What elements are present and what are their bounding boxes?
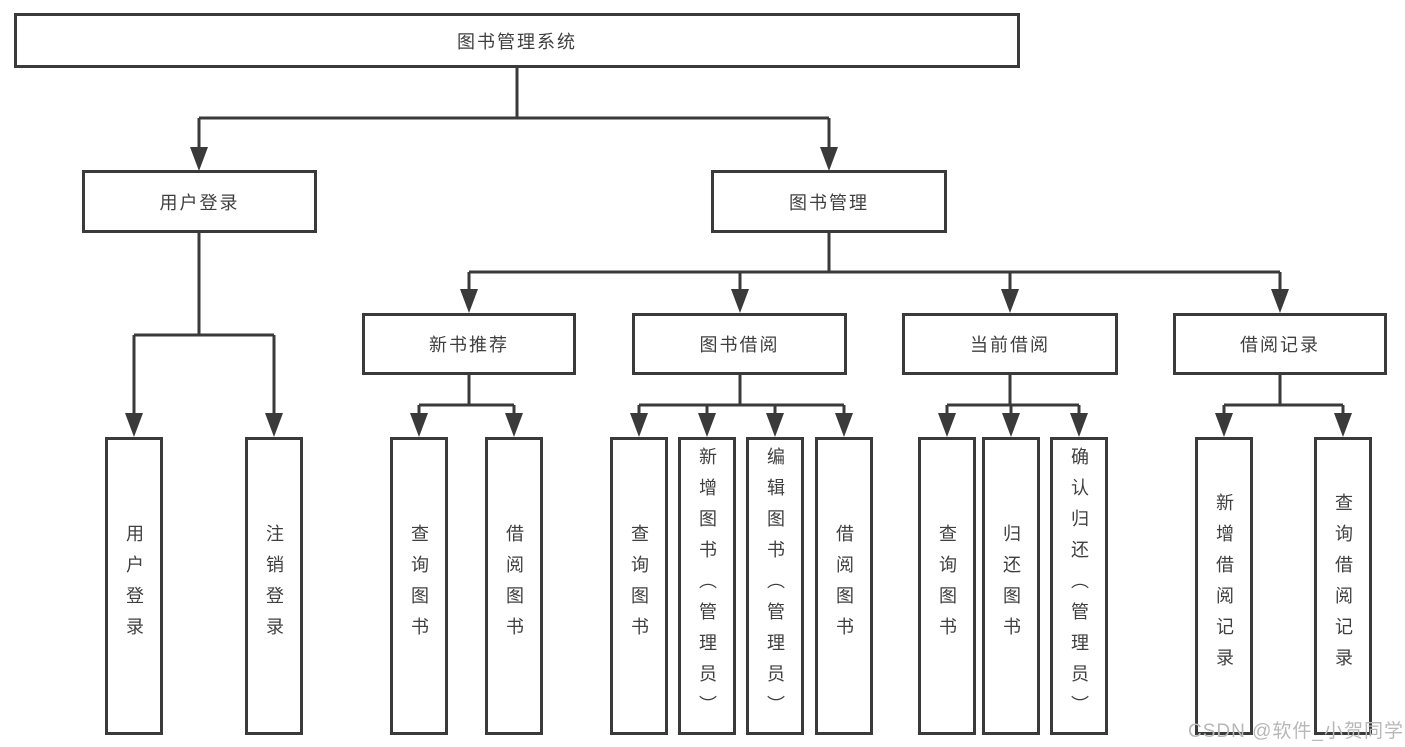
connector-book-borrow-to-leaves <box>637 375 846 418</box>
leaf-edit-books-admin: 编辑图书（管理员） <box>746 437 804 735</box>
leaf-return-books: 归还图书 <box>982 437 1040 735</box>
leaf-borrow-books-recommend-label: 借阅图书 <box>504 524 524 648</box>
node-current-borrow-label: 当前借阅 <box>970 335 1050 355</box>
leaf-user-login: 用户登录 <box>105 437 163 735</box>
leaf-add-books-admin-label: 新增图书（管理员） <box>697 447 717 726</box>
node-root-label: 图书管理系统 <box>457 31 577 52</box>
node-user-login: 用户登录 <box>82 170 317 233</box>
node-root: 图书管理系统 <box>14 13 1020 68</box>
leaf-add-borrow-record-label: 新增借阅记录 <box>1214 493 1234 679</box>
node-user-login-label: 用户登录 <box>159 192 240 213</box>
connector-current-borrow-to-leaves <box>945 375 1081 418</box>
leaf-query-borrow-record-label: 查询借阅记录 <box>1333 493 1353 679</box>
leaf-query-books-current-label: 查询图书 <box>937 524 957 648</box>
node-new-book-recommend: 新书推荐 <box>362 313 576 375</box>
leaf-return-books-label: 归还图书 <box>1001 524 1021 648</box>
connector-borrow-records-to-leaves <box>1222 375 1345 418</box>
connector-root-to-level2 <box>197 68 831 152</box>
node-book-management-label: 图书管理 <box>789 192 869 213</box>
node-current-borrow: 当前借阅 <box>902 313 1118 375</box>
leaf-query-books-recommend-label: 查询图书 <box>409 524 429 648</box>
leaf-add-books-admin: 新增图书（管理员） <box>678 437 736 735</box>
leaf-borrow-books: 借阅图书 <box>815 437 873 735</box>
leaf-query-books-borrow: 查询图书 <box>610 437 668 735</box>
connector-new-book-to-leaves <box>417 375 516 418</box>
watermark: CSDN @软件_小贺同学 <box>1188 721 1404 742</box>
node-borrow-records-label: 借阅记录 <box>1240 335 1320 355</box>
leaf-edit-books-admin-label: 编辑图书（管理员） <box>765 447 785 726</box>
leaf-query-books-borrow-label: 查询图书 <box>629 524 649 648</box>
connector-book-management-to-level3 <box>467 233 1282 294</box>
leaf-query-books-current: 查询图书 <box>918 437 976 735</box>
leaf-confirm-return-admin: 确认归还（管理员） <box>1050 437 1108 735</box>
arrowheads <box>125 147 1352 437</box>
node-new-book-recommend-label: 新书推荐 <box>429 335 509 355</box>
leaf-borrow-books-recommend: 借阅图书 <box>485 437 543 735</box>
node-book-borrow: 图书借阅 <box>632 313 847 375</box>
leaf-query-books-recommend: 查询图书 <box>390 437 448 735</box>
node-borrow-records: 借阅记录 <box>1173 313 1387 375</box>
leaf-confirm-return-admin-label: 确认归还（管理员） <box>1069 447 1089 726</box>
leaf-borrow-books-label: 借阅图书 <box>834 524 854 648</box>
leaf-add-borrow-record: 新增借阅记录 <box>1195 437 1253 735</box>
leaf-logout: 注销登录 <box>245 437 303 735</box>
leaf-logout-label: 注销登录 <box>264 524 284 648</box>
node-book-management: 图书管理 <box>711 170 947 233</box>
leaf-query-borrow-record: 查询借阅记录 <box>1314 437 1372 735</box>
node-book-borrow-label: 图书借阅 <box>699 335 780 355</box>
leaf-user-login-label: 用户登录 <box>124 524 144 648</box>
connector-user-login-to-leaves <box>132 233 276 418</box>
